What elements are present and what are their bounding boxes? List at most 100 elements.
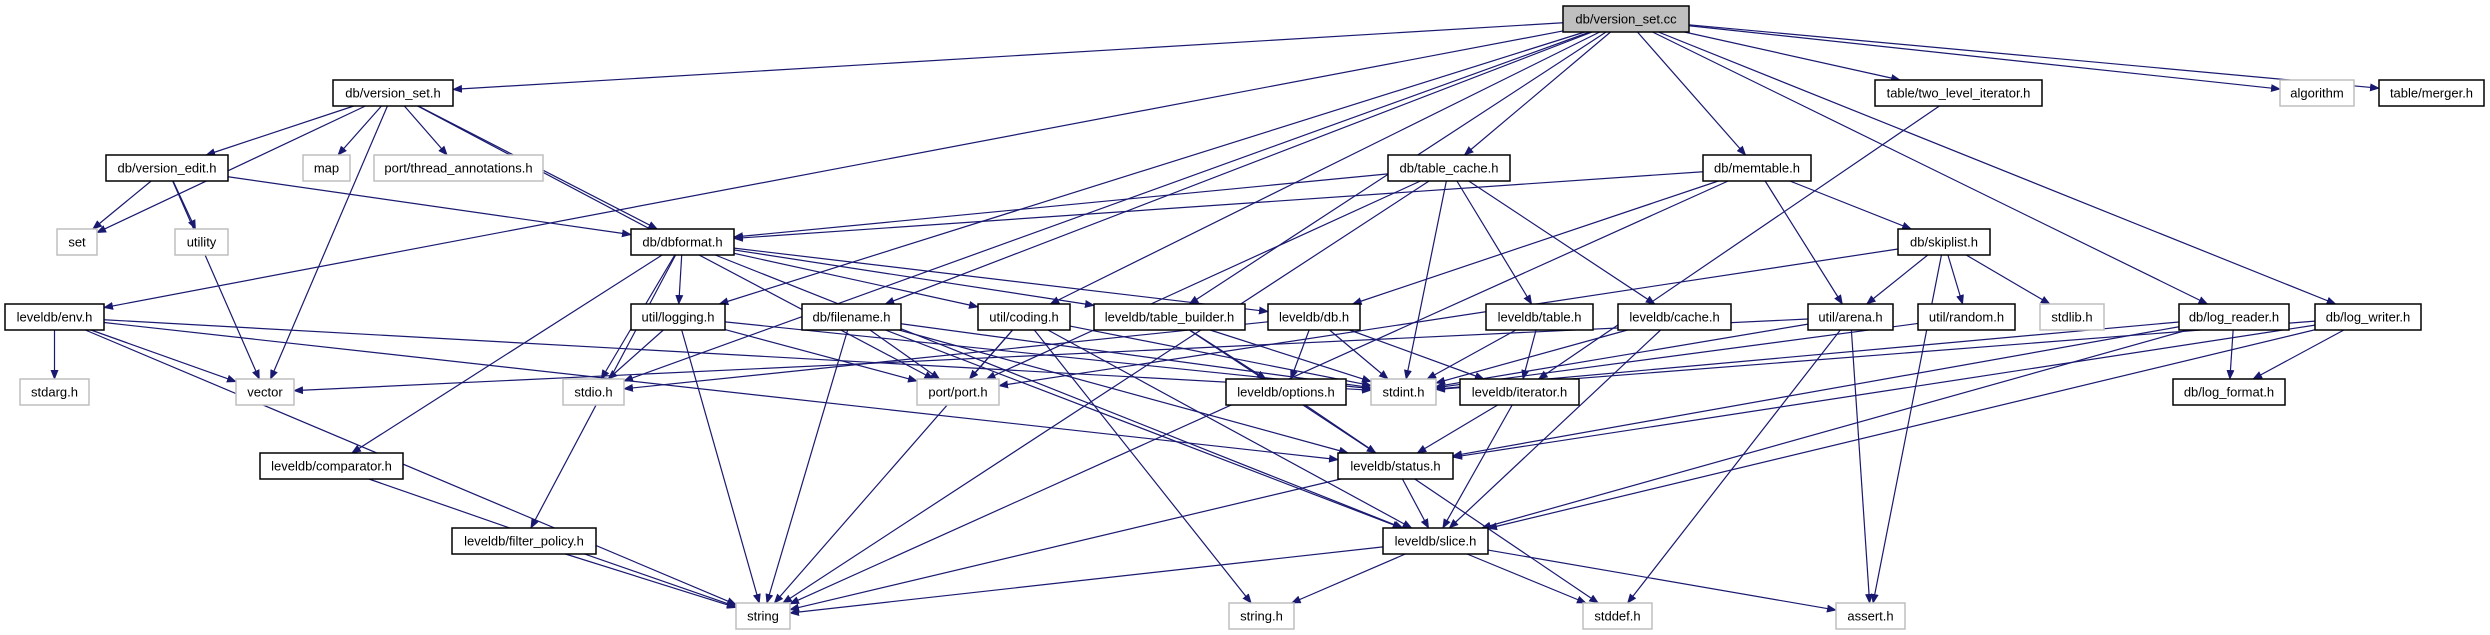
edge-db-memtable-h-to-leveldb-db-h	[1351, 180, 1719, 305]
node-label: db/filename.h	[812, 310, 890, 325]
edge-leveldb-slice-h-to-assert-h	[1487, 549, 1837, 613]
node-leveldb-cache-h[interactable]: leveldb/cache.h	[1617, 303, 1732, 331]
node-label: stdlib.h	[2051, 310, 2092, 325]
node-box	[1485, 303, 1594, 331]
node-box	[2039, 303, 2105, 331]
node-db-dbformat-h[interactable]: db/dbformat.h	[630, 228, 735, 256]
node-label: util/coding.h	[989, 310, 1058, 325]
edge-db-version-edit-h-to-set	[92, 180, 152, 230]
node-leveldb-status-h[interactable]: leveldb/status.h	[1337, 452, 1454, 480]
node-stdint-h: stdint.h	[1370, 378, 1437, 406]
node-box	[630, 303, 726, 331]
node-leveldb-table-h[interactable]: leveldb/table.h	[1485, 303, 1594, 331]
edge-util-arena-h-to-stdint-h	[1435, 323, 1809, 390]
edge-table-two-level-iterator-h-to-leveldb-iterator-h	[1537, 105, 1940, 380]
node-db-version-edit-h[interactable]: db/version_edit.h	[105, 154, 229, 182]
node-label: db/skiplist.h	[1910, 235, 1978, 250]
edge-leveldb-slice-h-to-stddef-h	[1466, 553, 1587, 604]
node-leveldb-table-builder-h[interactable]: leveldb/table_builder.h	[1093, 303, 1246, 331]
node-label: set	[68, 235, 86, 250]
node-box	[259, 452, 404, 480]
node-util-coding-h[interactable]: util/coding.h	[977, 303, 1071, 331]
edge-leveldb-filter-policy-h-to-string	[565, 553, 737, 609]
edge-util-arena-h-to-vector	[293, 318, 1809, 395]
node-label: port/port.h	[928, 385, 987, 400]
node-box	[1382, 527, 1489, 555]
edge-util-coding-h-to-stdint-h	[1069, 325, 1372, 388]
node-label: util/logging.h	[642, 310, 715, 325]
edge-db-log-writer-h-to-leveldb-slice-h	[1487, 329, 2316, 531]
node-stdio-h: stdio.h	[562, 378, 625, 406]
node-label: map	[314, 161, 339, 176]
node-box	[1093, 303, 1246, 331]
edge-db-version-set-cc-to-leveldb-env-h	[103, 30, 1564, 310]
edge-util-logging-h-to-string	[681, 329, 761, 604]
node-box	[235, 378, 295, 406]
edge-db-table-cache-h-to-string	[782, 180, 1430, 604]
node-leveldb-options-h[interactable]: leveldb/options.h	[1225, 378, 1347, 406]
edge-db-table-cache-h-to-leveldb-table-h	[1456, 180, 1533, 305]
edge-db-table-cache-h-to-leveldb-cache-h	[1468, 180, 1656, 305]
node-set: set	[56, 228, 98, 256]
edge-util-coding-h-to-port-port-h	[968, 329, 1014, 380]
node-leveldb-slice-h[interactable]: leveldb/slice.h	[1382, 527, 1489, 555]
edge-leveldb-table-h-to-leveldb-iterator-h	[1521, 329, 1537, 380]
node-leveldb-iterator-h[interactable]: leveldb/iterator.h	[1459, 378, 1580, 406]
node-box	[1228, 602, 1295, 630]
node-leveldb-filter-policy-h[interactable]: leveldb/filter_policy.h	[451, 527, 597, 555]
edge-leveldb-db-h-to-stdio-h	[623, 321, 1269, 392]
node-box	[1387, 154, 1511, 182]
node-db-log-writer-h[interactable]: db/log_writer.h	[2314, 303, 2422, 331]
node-db-memtable-h[interactable]: db/memtable.h	[1702, 154, 1812, 182]
edge-leveldb-table-builder-h-to-stdint-h	[1209, 329, 1372, 383]
node-table-two-level-iterator-h[interactable]: table/two_level_iterator.h	[1874, 79, 2043, 107]
node-util-random-h[interactable]: util/random.h	[1917, 303, 2016, 331]
node-table-merger-h[interactable]: table/merger.h	[2378, 79, 2485, 107]
node-leveldb-db-h[interactable]: leveldb/db.h	[1267, 303, 1361, 331]
edge-db-log-writer-h-to-db-log-format-h	[2252, 329, 2345, 380]
edge-db-skiplist-h-to-stdlib-h	[1965, 254, 2051, 305]
node-box	[174, 228, 229, 256]
edge-db-version-set-h-to-set	[96, 105, 366, 234]
node-db-log-format-h[interactable]: db/log_format.h	[2172, 378, 2286, 406]
edge-db-table-cache-h-to-db-dbformat-h	[733, 173, 1389, 241]
edge-leveldb-db-h-to-leveldb-iterator-h	[1349, 329, 1485, 380]
node-box	[916, 378, 1000, 406]
edge-leveldb-env-h-to-string	[85, 329, 737, 606]
node-label: string	[747, 609, 779, 624]
node-stdlib-h: stdlib.h	[2039, 303, 2105, 331]
node-box	[302, 154, 351, 182]
edge-db-filename-h-to-leveldb-slice-h	[885, 329, 1403, 529]
node-util-arena-h[interactable]: util/arena.h	[1807, 303, 1894, 331]
node-label: stddef.h	[1594, 609, 1640, 624]
node-port-port-h: port/port.h	[916, 378, 1000, 406]
edge-db-skiplist-h-to-port-port-h	[998, 248, 1899, 389]
node-label: db/version_set.h	[345, 86, 440, 101]
node-db-log-reader-h[interactable]: db/log_reader.h	[2178, 303, 2290, 331]
node-box	[2314, 303, 2422, 331]
edge-util-logging-h-to-stdio-h	[607, 329, 664, 380]
node-label: db/version_edit.h	[117, 161, 216, 176]
edge-db-log-reader-h-to-leveldb-slice-h	[1480, 329, 2188, 530]
node-stddef-h: stddef.h	[1582, 602, 1653, 630]
node-db-table-cache-h[interactable]: db/table_cache.h	[1387, 154, 1511, 182]
node-db-filename-h[interactable]: db/filename.h	[801, 303, 902, 331]
node-box	[2172, 378, 2286, 406]
edge-db-log-writer-h-to-stdint-h	[1435, 320, 2316, 393]
node-box	[1702, 154, 1812, 182]
edge-db-skiplist-h-to-util-random-h	[1947, 254, 1964, 305]
edge-db-version-set-cc-to-util-coding-h	[1049, 31, 1601, 305]
node-db-skiplist-h[interactable]: db/skiplist.h	[1897, 228, 1991, 256]
node-box	[19, 378, 90, 406]
node-algorithm: algorithm	[2279, 79, 2355, 107]
edge-db-version-set-cc-to-algorithm	[1688, 25, 2281, 93]
node-port-thread-annotations-h: port/thread_annotations.h	[373, 154, 544, 182]
node-util-logging-h[interactable]: util/logging.h	[630, 303, 726, 331]
edge-db-version-set-cc-to-table-merger-h	[1688, 24, 2380, 92]
node-leveldb-env-h[interactable]: leveldb/env.h	[4, 303, 105, 331]
node-db-version-set-h[interactable]: db/version_set.h	[332, 79, 454, 107]
node-leveldb-comparator-h[interactable]: leveldb/comparator.h	[259, 452, 404, 480]
edge-util-arena-h-to-assert-h	[1850, 329, 1874, 604]
node-db-version-set-cc[interactable]: db/version_set.cc	[1562, 5, 1690, 33]
